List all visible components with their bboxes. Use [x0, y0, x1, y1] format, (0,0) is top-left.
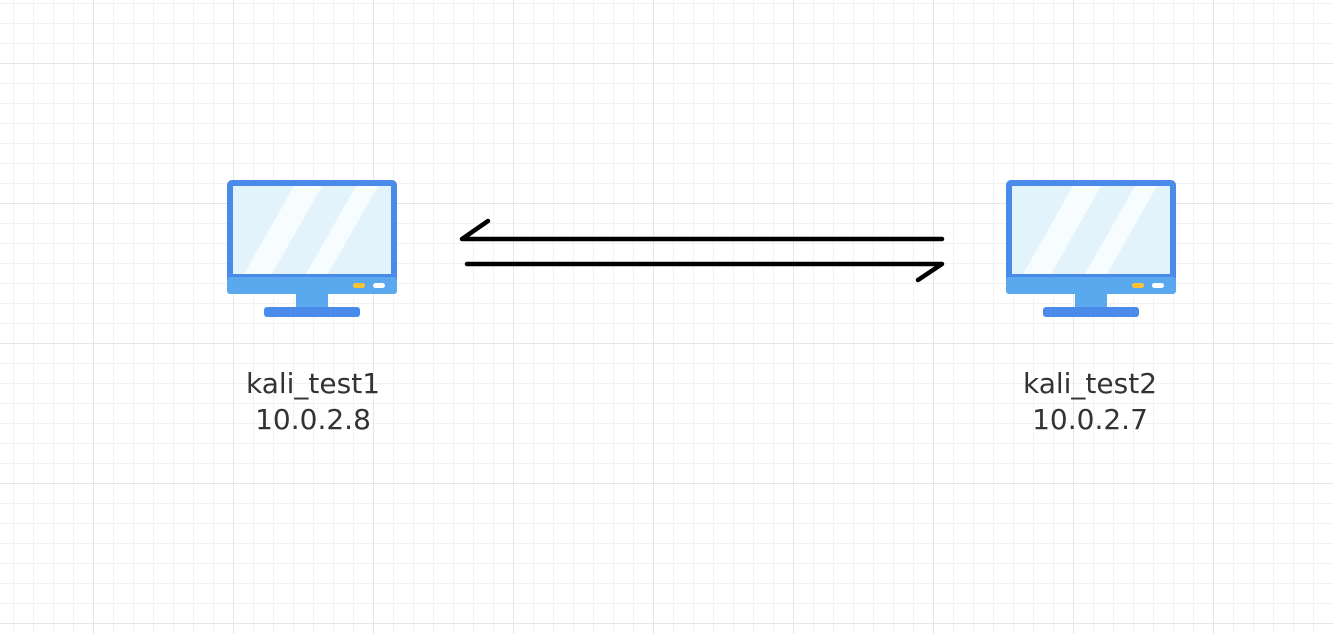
monitor-icon [1006, 180, 1176, 317]
node-name: kali_test2 [1022, 367, 1158, 400]
node-kali-test2[interactable]: kali_test2 10.0.2.7 [990, 366, 1190, 438]
arrow-to-kali-test2[interactable] [464, 261, 945, 283]
node-kali-test1[interactable]: kali_test1 10.0.2.8 [213, 366, 413, 438]
arrow-to-kali-test1[interactable] [459, 218, 945, 242]
node-name: kali_test1 [245, 367, 381, 400]
node-ip: 10.0.2.8 [255, 403, 371, 436]
monitor-icon [227, 180, 397, 317]
node-ip: 10.0.2.7 [1032, 403, 1148, 436]
